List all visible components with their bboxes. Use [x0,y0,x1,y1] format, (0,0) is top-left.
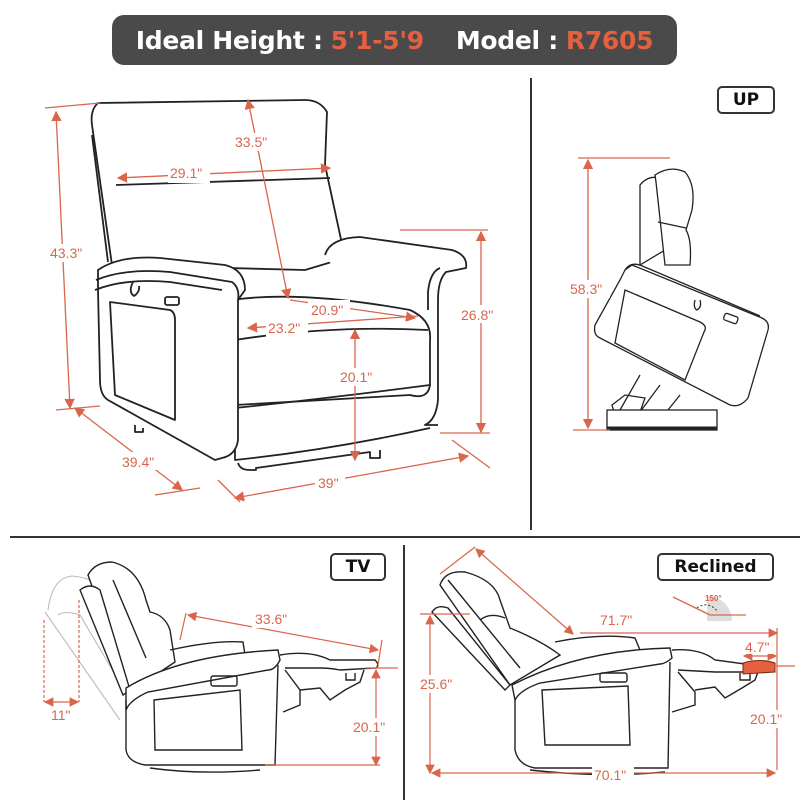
wall-clearance-label: 11" [51,707,71,723]
front-view-chair [90,99,468,471]
front-dimension-labels: 43.3" 33.5" 29.1" 20.9" 23.2" 20.1" 26.8… [48,133,502,492]
model-group: Model : R7605 [455,25,654,55]
spec-banner: Ideal Height : 5'1-5'9 Model : R7605 [112,15,677,65]
ideal-height-label: Ideal Height : [135,25,323,55]
depth-label: 39.4" [122,454,154,470]
back-height-label: 33.5" [235,134,267,150]
footrest-extension-label: 4.7" [745,639,769,655]
seat-height-label: 20.1" [340,369,372,385]
tv-dimension-lines [43,600,398,767]
horizontal-divider [10,536,800,538]
seat-width-label: 23.2" [268,320,300,336]
tv-tag: TV [330,553,386,581]
front-dimension-lines [44,98,491,503]
reclined-dimension-lines [420,546,795,778]
back-width-label: 29.1" [170,165,202,181]
model-label: Model : [455,25,558,55]
footrest-extension-highlight [742,660,776,675]
tv-dimension-labels: 11" 33.6" 20.1" [51,610,394,736]
lift-view-chair [593,168,770,431]
reclined-tag: Reclined [657,553,774,581]
total-length-label: 70.1" [594,767,626,783]
width-label: 39" [318,475,339,491]
tv-extended-length-label: 33.6" [255,611,287,627]
ideal-height-value: 5'1-5'9 [330,25,424,55]
arm-height-label: 26.8" [461,307,493,323]
recline-angle-icon: 150° [672,594,746,621]
model-value: R7605 [565,25,654,55]
vertical-divider-bottom [403,545,405,800]
reclined-dimension-labels: 71.7" 4.7" 25.6" 20.1" 70.1" [418,612,792,784]
vertical-divider-top [530,78,532,530]
lift-dimension-labels: 58.3" [568,280,610,298]
diagonal-length-label: 71.7" [600,612,632,628]
recline-angle-label: 150° [705,594,722,603]
tv-footrest-height-label: 20.1" [353,719,385,735]
lift-height-label: 58.3" [570,281,602,297]
seat-depth-label: 20.9" [311,302,343,318]
reclined-height-label: 25.6" [420,676,452,692]
ideal-height-group: Ideal Height : 5'1-5'9 [136,26,424,55]
reclined-footrest-height-label: 20.1" [750,711,782,727]
up-tag: UP [717,86,775,114]
tv-view-chair [79,561,379,773]
overall-height-label: 43.3" [50,245,82,261]
